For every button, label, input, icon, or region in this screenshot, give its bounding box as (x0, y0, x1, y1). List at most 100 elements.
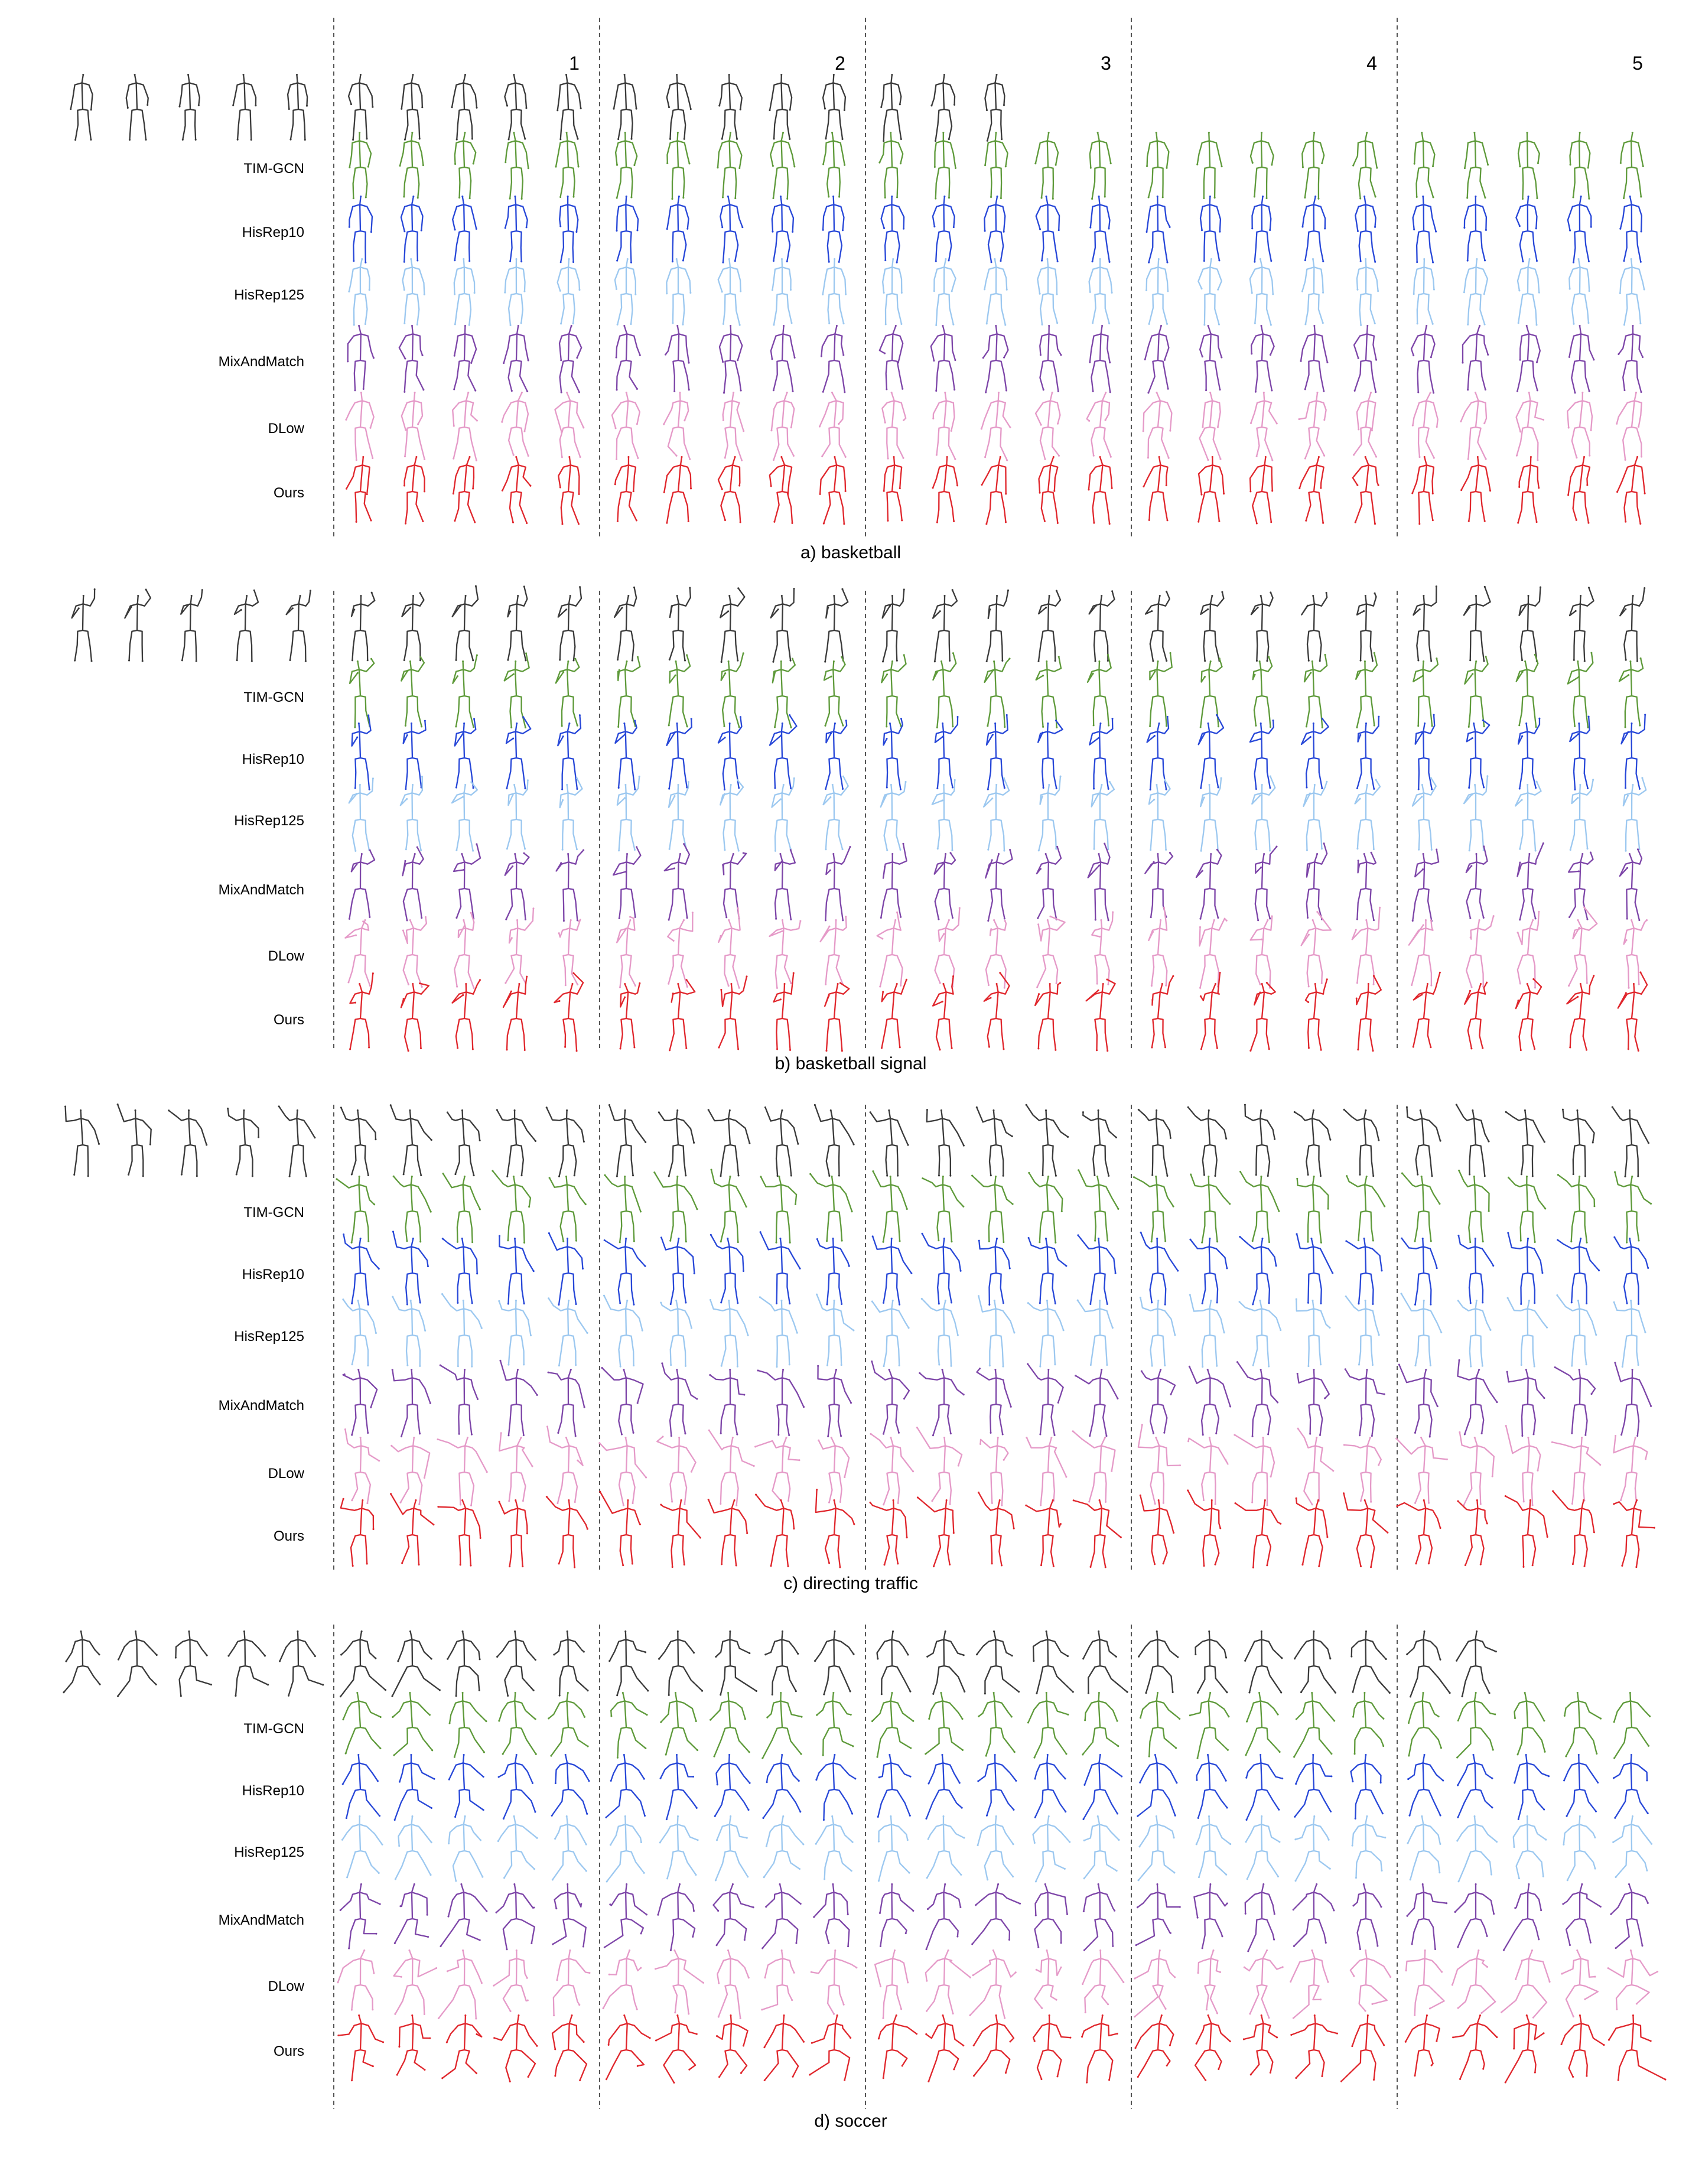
gt-row (70, 73, 1005, 142)
gt-future-pose (1195, 1630, 1228, 1694)
predicted-pose (348, 258, 370, 326)
predicted-pose (1194, 2014, 1231, 2081)
predicted-pose (922, 1175, 965, 1243)
gt-future-pose (557, 586, 582, 662)
predicted-pose (614, 455, 637, 522)
predicted-pose (932, 195, 955, 262)
row-label: TIM-GCN (243, 161, 304, 177)
predicted-pose (1089, 717, 1114, 790)
predicted-pose (551, 1753, 590, 1817)
predicted-pose (1082, 1949, 1125, 2014)
predicted-pose (969, 1949, 1017, 2019)
predicted-pose (881, 391, 907, 460)
predicted-pose (393, 1883, 429, 1945)
predicted-pose (1034, 1753, 1067, 1818)
predicted-pose (448, 1753, 484, 1818)
gt-future-pose (975, 1106, 1013, 1177)
predicted-pose (1356, 851, 1377, 922)
predicted-pose (1557, 1237, 1600, 1305)
predicted-pose (1187, 1436, 1229, 1505)
predicted-pose (709, 1368, 746, 1436)
predicted-pose (617, 656, 641, 728)
predicted-pose (1514, 1691, 1546, 1756)
predicted-pose (921, 1232, 962, 1305)
predicted-pose (1234, 1434, 1275, 1506)
predicted-pose (605, 2014, 651, 2081)
predicted-pose (710, 1169, 747, 1244)
predicted-pose (402, 916, 428, 988)
predicted-pose (393, 1753, 435, 1821)
predicted-pose (1507, 1175, 1547, 1244)
predicted-pose (1086, 654, 1112, 727)
predicted-pose (653, 1171, 698, 1243)
row-label: TIM-GCN (243, 689, 304, 705)
predicted-pose (392, 1231, 429, 1306)
predicted-pose (883, 718, 904, 790)
predicted-pose (810, 1949, 858, 2015)
row-label: MixAndMatch (219, 354, 304, 370)
predicted-pose (548, 1175, 587, 1242)
predicted-pose (1413, 658, 1439, 727)
predicted-pose (871, 1235, 913, 1306)
predicted-pose (1034, 982, 1062, 1051)
predicted-pose (1614, 1362, 1652, 1437)
predicted-pose (1026, 1436, 1068, 1506)
predicted-pose (1355, 652, 1378, 728)
predicted-pose (925, 1691, 964, 1755)
predicted-pose (1401, 1172, 1441, 1242)
predicted-pose (1089, 131, 1112, 200)
predicted-pose (1089, 195, 1111, 263)
predicted-pose (708, 1429, 755, 1506)
predicted-pose (1516, 910, 1540, 989)
predicted-pose (499, 1359, 538, 1437)
predicted-pose (347, 324, 375, 392)
gt-future-pose (1244, 1630, 1283, 1694)
predicted-pose (1238, 1299, 1282, 1368)
predicted-pose (1140, 1231, 1179, 1306)
predicted-pose (985, 919, 1007, 989)
predicted-pose (493, 2014, 538, 2083)
predicted-pose (717, 455, 741, 523)
gt-future-pose (1413, 585, 1437, 662)
predicted-pose (925, 1949, 971, 2015)
predicted-pose (1342, 1492, 1389, 1568)
predicted-pose (1038, 455, 1059, 524)
predicted-pose (351, 714, 372, 790)
row-dlow: DLow (268, 906, 1648, 989)
gt-future-pose (339, 1630, 387, 1698)
predicted-pose (654, 1949, 705, 2015)
predicted-pose (493, 1949, 529, 2012)
row-label: HisRep125 (234, 1844, 304, 1860)
predicted-pose (1189, 1691, 1230, 1759)
gt-row (63, 1630, 1497, 1698)
row-hisrep125: HisRep125 (234, 775, 1647, 852)
predicted-pose (1352, 1691, 1385, 1755)
predicted-pose (1466, 719, 1491, 789)
predicted-pose (1301, 131, 1325, 200)
predicted-pose (878, 131, 904, 199)
predicted-pose (1025, 1499, 1062, 1567)
predicted-pose (1245, 1815, 1281, 1880)
predicted-pose (1197, 1949, 1221, 2014)
gt-future-pose (496, 1630, 536, 1697)
gt-future-pose (1250, 591, 1274, 662)
predicted-pose (497, 1815, 538, 1879)
row-hisrep10: HisRep10 (242, 1231, 1649, 1306)
gt-future-pose (813, 1104, 855, 1177)
predicted-pose (1567, 195, 1592, 263)
predicted-pose (1301, 258, 1324, 326)
predicted-pose (1613, 1299, 1646, 1368)
predicted-pose (1345, 1237, 1383, 1305)
predicted-pose (1457, 1359, 1498, 1436)
predicted-pose (506, 779, 529, 850)
predicted-pose (1456, 1691, 1496, 1759)
predicted-pose (761, 1949, 795, 2011)
predicted-pose (1405, 1949, 1445, 2016)
predicted-pose (1089, 324, 1111, 393)
predicted-pose (770, 131, 796, 200)
predicted-pose (761, 1883, 802, 1949)
predicted-pose (931, 779, 956, 851)
predicted-pose (1452, 2014, 1498, 2080)
predicted-pose (1413, 131, 1436, 198)
gt-future-pose (1144, 590, 1170, 662)
